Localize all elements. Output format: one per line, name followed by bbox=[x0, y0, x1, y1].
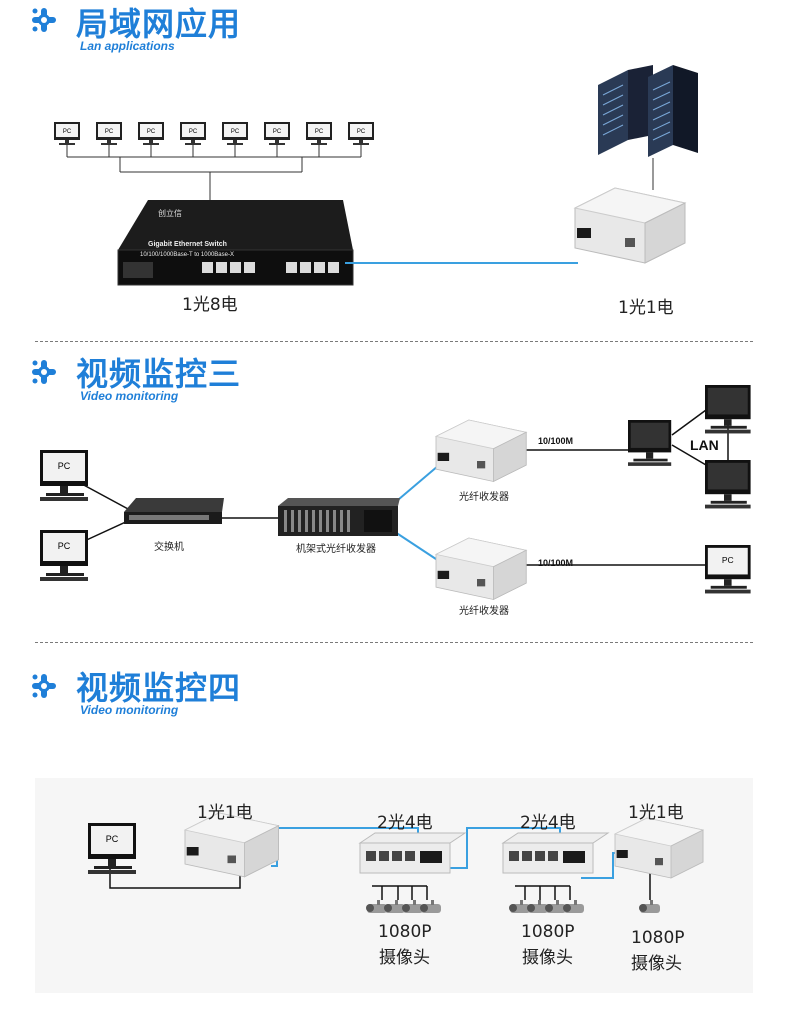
pc-icon: PC bbox=[222, 122, 248, 145]
pc-icon: PC bbox=[348, 122, 374, 145]
switch-label: 交换机 bbox=[154, 542, 184, 553]
speed-label-bottom: 10/100M bbox=[538, 558, 574, 568]
pc-icon: PC bbox=[180, 122, 206, 145]
camera-icon bbox=[366, 900, 387, 913]
svg-text:PC: PC bbox=[189, 129, 198, 135]
media-converter-icon bbox=[574, 187, 686, 264]
conv1-label: 1光1电 bbox=[197, 803, 253, 823]
speed-label-top: 10/100M bbox=[538, 436, 574, 446]
camera-icon bbox=[527, 900, 548, 913]
lan-label: LAN bbox=[690, 437, 719, 453]
svg-text:PC: PC bbox=[106, 834, 119, 844]
converter-label-top: 光纤收发器 bbox=[459, 492, 509, 503]
media-converter-icon bbox=[435, 419, 527, 482]
fiber-switch-icon bbox=[501, 832, 610, 874]
pc-icon: PC bbox=[264, 122, 290, 145]
cables bbox=[109, 860, 651, 900]
pc-icon: PC bbox=[88, 823, 136, 874]
section3-subtitle: Video monitoring bbox=[80, 703, 179, 717]
camera-icon bbox=[420, 900, 441, 913]
camera-icon bbox=[509, 900, 530, 913]
sw1-label: 2光4电 bbox=[377, 813, 433, 833]
pc-icon bbox=[705, 460, 751, 509]
pc-icon bbox=[705, 385, 751, 434]
pc-icon bbox=[628, 420, 672, 466]
section1-subtitle: Lan applications bbox=[80, 39, 175, 53]
switch-text2: 10/100/1000Base-T to 1000Base-X bbox=[140, 252, 234, 258]
svg-text:PC: PC bbox=[63, 129, 72, 135]
network-switch-icon bbox=[124, 498, 224, 524]
svg-text:PC: PC bbox=[58, 461, 71, 471]
converter-label: 1光1电 bbox=[618, 298, 674, 318]
cam3-res: 1080P bbox=[631, 928, 685, 948]
section2-subtitle: Video monitoring bbox=[80, 389, 179, 403]
fiber-switch-icon bbox=[358, 832, 467, 874]
pc-icon: PC bbox=[306, 122, 332, 145]
media-converter-icon bbox=[435, 537, 527, 600]
cables bbox=[79, 409, 729, 566]
pc-tree-lines bbox=[66, 145, 362, 200]
pc-icon: PC bbox=[705, 545, 751, 594]
media-converter-icon bbox=[614, 817, 704, 879]
sw2-label: 2光4电 bbox=[520, 813, 576, 833]
server-rack-icon bbox=[598, 65, 698, 157]
video4-diagram: PC bbox=[88, 812, 704, 913]
svg-text:PC: PC bbox=[357, 129, 366, 135]
cam1-label: 摄像头 bbox=[379, 948, 430, 968]
svg-text:PC: PC bbox=[315, 129, 324, 135]
cam1-res: 1080P bbox=[378, 922, 432, 942]
switch-brand: 创立信 bbox=[158, 208, 182, 218]
pc-icon: PC bbox=[138, 122, 164, 145]
lan-diagram: PC PC PC PC PC PC PC PC 创立信 Gigabit Ethe… bbox=[54, 65, 698, 286]
converter-label-bottom: 光纤收发器 bbox=[459, 606, 509, 617]
rack-converter-label: 机架式光纤收发器 bbox=[296, 544, 376, 555]
camera-group bbox=[509, 900, 584, 913]
pc-icon: PC bbox=[40, 450, 88, 501]
camera-icon bbox=[402, 900, 423, 913]
svg-text:PC: PC bbox=[105, 129, 114, 135]
section1-title: 局域网应用 bbox=[76, 5, 242, 43]
switch-text1: Gigabit Ethernet Switch bbox=[148, 241, 227, 248]
pc-icon: PC bbox=[96, 122, 122, 145]
divider bbox=[35, 642, 753, 643]
camera-icon bbox=[384, 900, 405, 913]
switch-label: 1光8电 bbox=[182, 295, 238, 315]
pc-icon: PC bbox=[54, 122, 80, 145]
section3-title: 视频监控四 bbox=[76, 669, 242, 707]
svg-text:PC: PC bbox=[273, 129, 282, 135]
cam2-res: 1080P bbox=[521, 922, 575, 942]
svg-text:PC: PC bbox=[722, 555, 734, 565]
cam3-label: 摄像头 bbox=[631, 954, 682, 974]
camera-icon bbox=[639, 900, 660, 913]
conv2-label: 1光1电 bbox=[628, 803, 684, 823]
gigabit-switch: 创立信 Gigabit Ethernet Switch 10/100/1000B… bbox=[117, 200, 354, 286]
divider bbox=[35, 341, 753, 342]
camera-icon bbox=[545, 900, 566, 913]
camera-group bbox=[366, 900, 441, 913]
svg-text:PC: PC bbox=[147, 129, 156, 135]
svg-text:PC: PC bbox=[58, 541, 71, 551]
rack-converter-icon bbox=[278, 498, 400, 536]
pc-row: PC PC PC PC PC PC PC PC bbox=[54, 122, 374, 145]
cam2-label: 摄像头 bbox=[522, 948, 573, 968]
svg-text:PC: PC bbox=[231, 129, 240, 135]
section3-logo-icon bbox=[32, 674, 56, 698]
section2-title: 视频监控三 bbox=[76, 355, 242, 393]
camera-icon bbox=[563, 900, 584, 913]
section1-logo-icon bbox=[32, 8, 56, 32]
video3-diagram: PC PC PC bbox=[40, 385, 751, 600]
pc-icon: PC bbox=[40, 530, 88, 581]
